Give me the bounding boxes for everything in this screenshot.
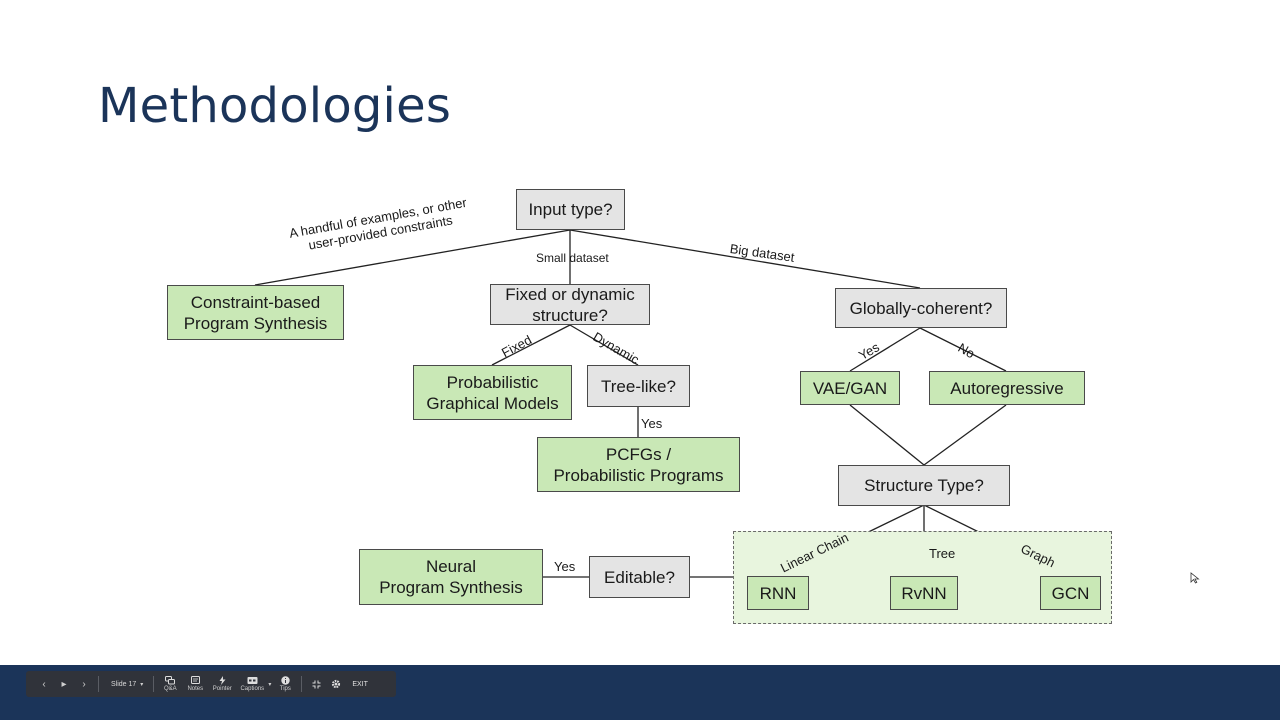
constraint-synthesis-node: Constraint-based Program Synthesis [167, 285, 344, 340]
toolbar-divider [98, 676, 99, 692]
chevron-down-icon[interactable]: ▾ [140, 681, 144, 688]
fullscreen-icon [312, 680, 321, 688]
toolbar-divider [301, 676, 303, 692]
tree-like-node: Tree-like? [587, 365, 690, 407]
edge-input-global [569, 229, 921, 289]
mouse-cursor-icon [1190, 572, 1200, 584]
fullscreen-button[interactable] [306, 671, 326, 697]
notes-icon [190, 675, 200, 684]
qa-icon [165, 675, 176, 684]
pcfgs-node: PCFGs / Probabilistic Programs [537, 437, 740, 492]
exit-button[interactable]: EXIT [352, 680, 368, 688]
slide-selector[interactable]: Slide 17 [111, 680, 137, 688]
tips-button[interactable]: Tips [273, 671, 297, 697]
edge-input-constraint [254, 229, 571, 286]
gcn-node: GCN [1040, 576, 1101, 610]
pointer-button[interactable]: Pointer [208, 671, 236, 697]
edge-label-yes-editable: Yes [554, 559, 576, 574]
edge-auto-structure [923, 404, 1007, 466]
editable-node: Editable? [589, 556, 690, 598]
settings-button[interactable] [326, 671, 346, 697]
slide: Methodologies Input type? Constraint-bas… [98, 78, 1200, 624]
qa-button[interactable]: Q&A [158, 671, 182, 697]
tips-label: Tips [279, 685, 291, 692]
toolbar-divider [153, 676, 155, 692]
presenter-toolbar: ‹ ▸ › Slide 17 ▾ Q&A Notes Pointer Capti… [26, 671, 396, 697]
captions-icon [247, 676, 258, 684]
qa-label: Q&A [163, 685, 177, 692]
rnn-node: RNN [747, 576, 809, 610]
edge-fixeddyn-pgm [491, 324, 571, 366]
play-button[interactable]: ▸ [61, 678, 67, 690]
captions-label: Captions [240, 685, 265, 692]
autoregressive-node: Autoregressive [929, 371, 1085, 405]
captions-button[interactable]: Captions [236, 671, 268, 697]
input-type-node: Input type? [516, 189, 625, 230]
captions-chevron-down-icon[interactable]: ▾ [268, 681, 272, 688]
next-slide-button[interactable]: › [82, 678, 86, 690]
fixed-or-dynamic-node: Fixed or dynamic structure? [490, 284, 650, 325]
structure-type-node: Structure Type? [838, 465, 1010, 506]
previous-slide-button[interactable]: ‹ [42, 678, 46, 690]
pointer-icon [219, 675, 226, 685]
info-icon [281, 675, 290, 685]
globally-coherent-node: Globally-coherent? [835, 288, 1007, 328]
notes-button[interactable]: Notes [182, 671, 208, 697]
edge-label-small-dataset: Small dataset [536, 251, 609, 265]
edge-vae-structure [849, 404, 925, 466]
pgm-node: Probabilistic Graphical Models [413, 365, 572, 420]
slide-title: Methodologies [98, 78, 452, 134]
vae-gan-node: VAE/GAN [800, 371, 900, 405]
rvnn-node: RvNN [890, 576, 958, 610]
edge-global-vae [849, 327, 921, 372]
edge-label-tree: Tree [929, 546, 956, 561]
pointer-label: Pointer [212, 685, 232, 692]
notes-label: Notes [187, 685, 204, 692]
gear-icon [332, 679, 341, 689]
edge-label-yes-tree: Yes [641, 416, 663, 431]
edge-fixeddyn-tree [569, 324, 639, 366]
neural-synthesis-node: Neural Program Synthesis [359, 549, 543, 605]
edge-global-auto [919, 327, 1007, 372]
